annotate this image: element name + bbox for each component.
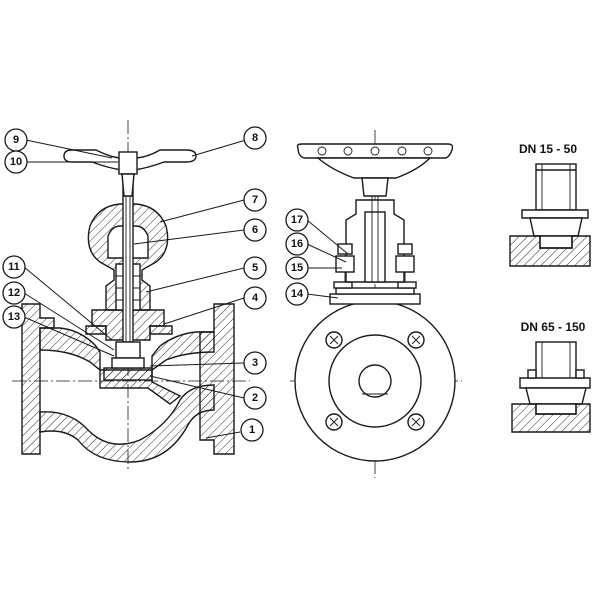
svg-text:8: 8 bbox=[252, 132, 258, 144]
balloon-1: 1 bbox=[240, 418, 264, 442]
svg-text:6: 6 bbox=[252, 224, 258, 236]
balloon-15: 15 bbox=[285, 256, 309, 280]
svg-text:7: 7 bbox=[252, 194, 258, 206]
dn-small-label: DN 15 - 50 bbox=[519, 142, 577, 156]
balloon-2: 2 bbox=[243, 386, 267, 410]
svg-text:11: 11 bbox=[8, 261, 20, 273]
balloon-14: 14 bbox=[285, 282, 309, 306]
svg-text:12: 12 bbox=[8, 287, 20, 299]
svg-text:15: 15 bbox=[291, 262, 303, 274]
svg-text:5: 5 bbox=[252, 262, 258, 274]
balloon-8: 8 bbox=[243, 126, 267, 150]
balloon-13: 13 bbox=[2, 305, 26, 329]
svg-text:13: 13 bbox=[8, 311, 20, 323]
balloon-4: 4 bbox=[243, 286, 267, 310]
svg-text:10: 10 bbox=[10, 156, 22, 168]
svg-text:2: 2 bbox=[252, 392, 258, 404]
balloon-16: 16 bbox=[285, 232, 309, 256]
balloon-12: 12 bbox=[2, 281, 26, 305]
section-view bbox=[12, 120, 250, 470]
balloon-3: 3 bbox=[243, 351, 267, 375]
svg-text:17: 17 bbox=[291, 214, 303, 226]
svg-text:1: 1 bbox=[249, 424, 255, 436]
detail-large: DN 65 - 150 bbox=[511, 320, 591, 433]
balloon-10: 10 bbox=[4, 150, 28, 174]
front-view bbox=[290, 130, 462, 478]
svg-text:9: 9 bbox=[13, 134, 19, 146]
svg-text:14: 14 bbox=[291, 288, 304, 300]
balloon-9: 9 bbox=[4, 128, 28, 152]
svg-text:3: 3 bbox=[252, 357, 258, 369]
balloon-11: 11 bbox=[2, 255, 26, 279]
dn-large-label: DN 65 - 150 bbox=[521, 320, 586, 334]
svg-text:16: 16 bbox=[291, 238, 303, 250]
leader-lines bbox=[23, 139, 349, 439]
svg-text:4: 4 bbox=[252, 292, 259, 304]
balloon-6: 6 bbox=[243, 218, 267, 242]
detail-small: DN 15 - 50 bbox=[509, 142, 591, 267]
balloon-17: 17 bbox=[285, 208, 309, 232]
balloon-7: 7 bbox=[243, 188, 267, 212]
balloon-5: 5 bbox=[243, 256, 267, 280]
